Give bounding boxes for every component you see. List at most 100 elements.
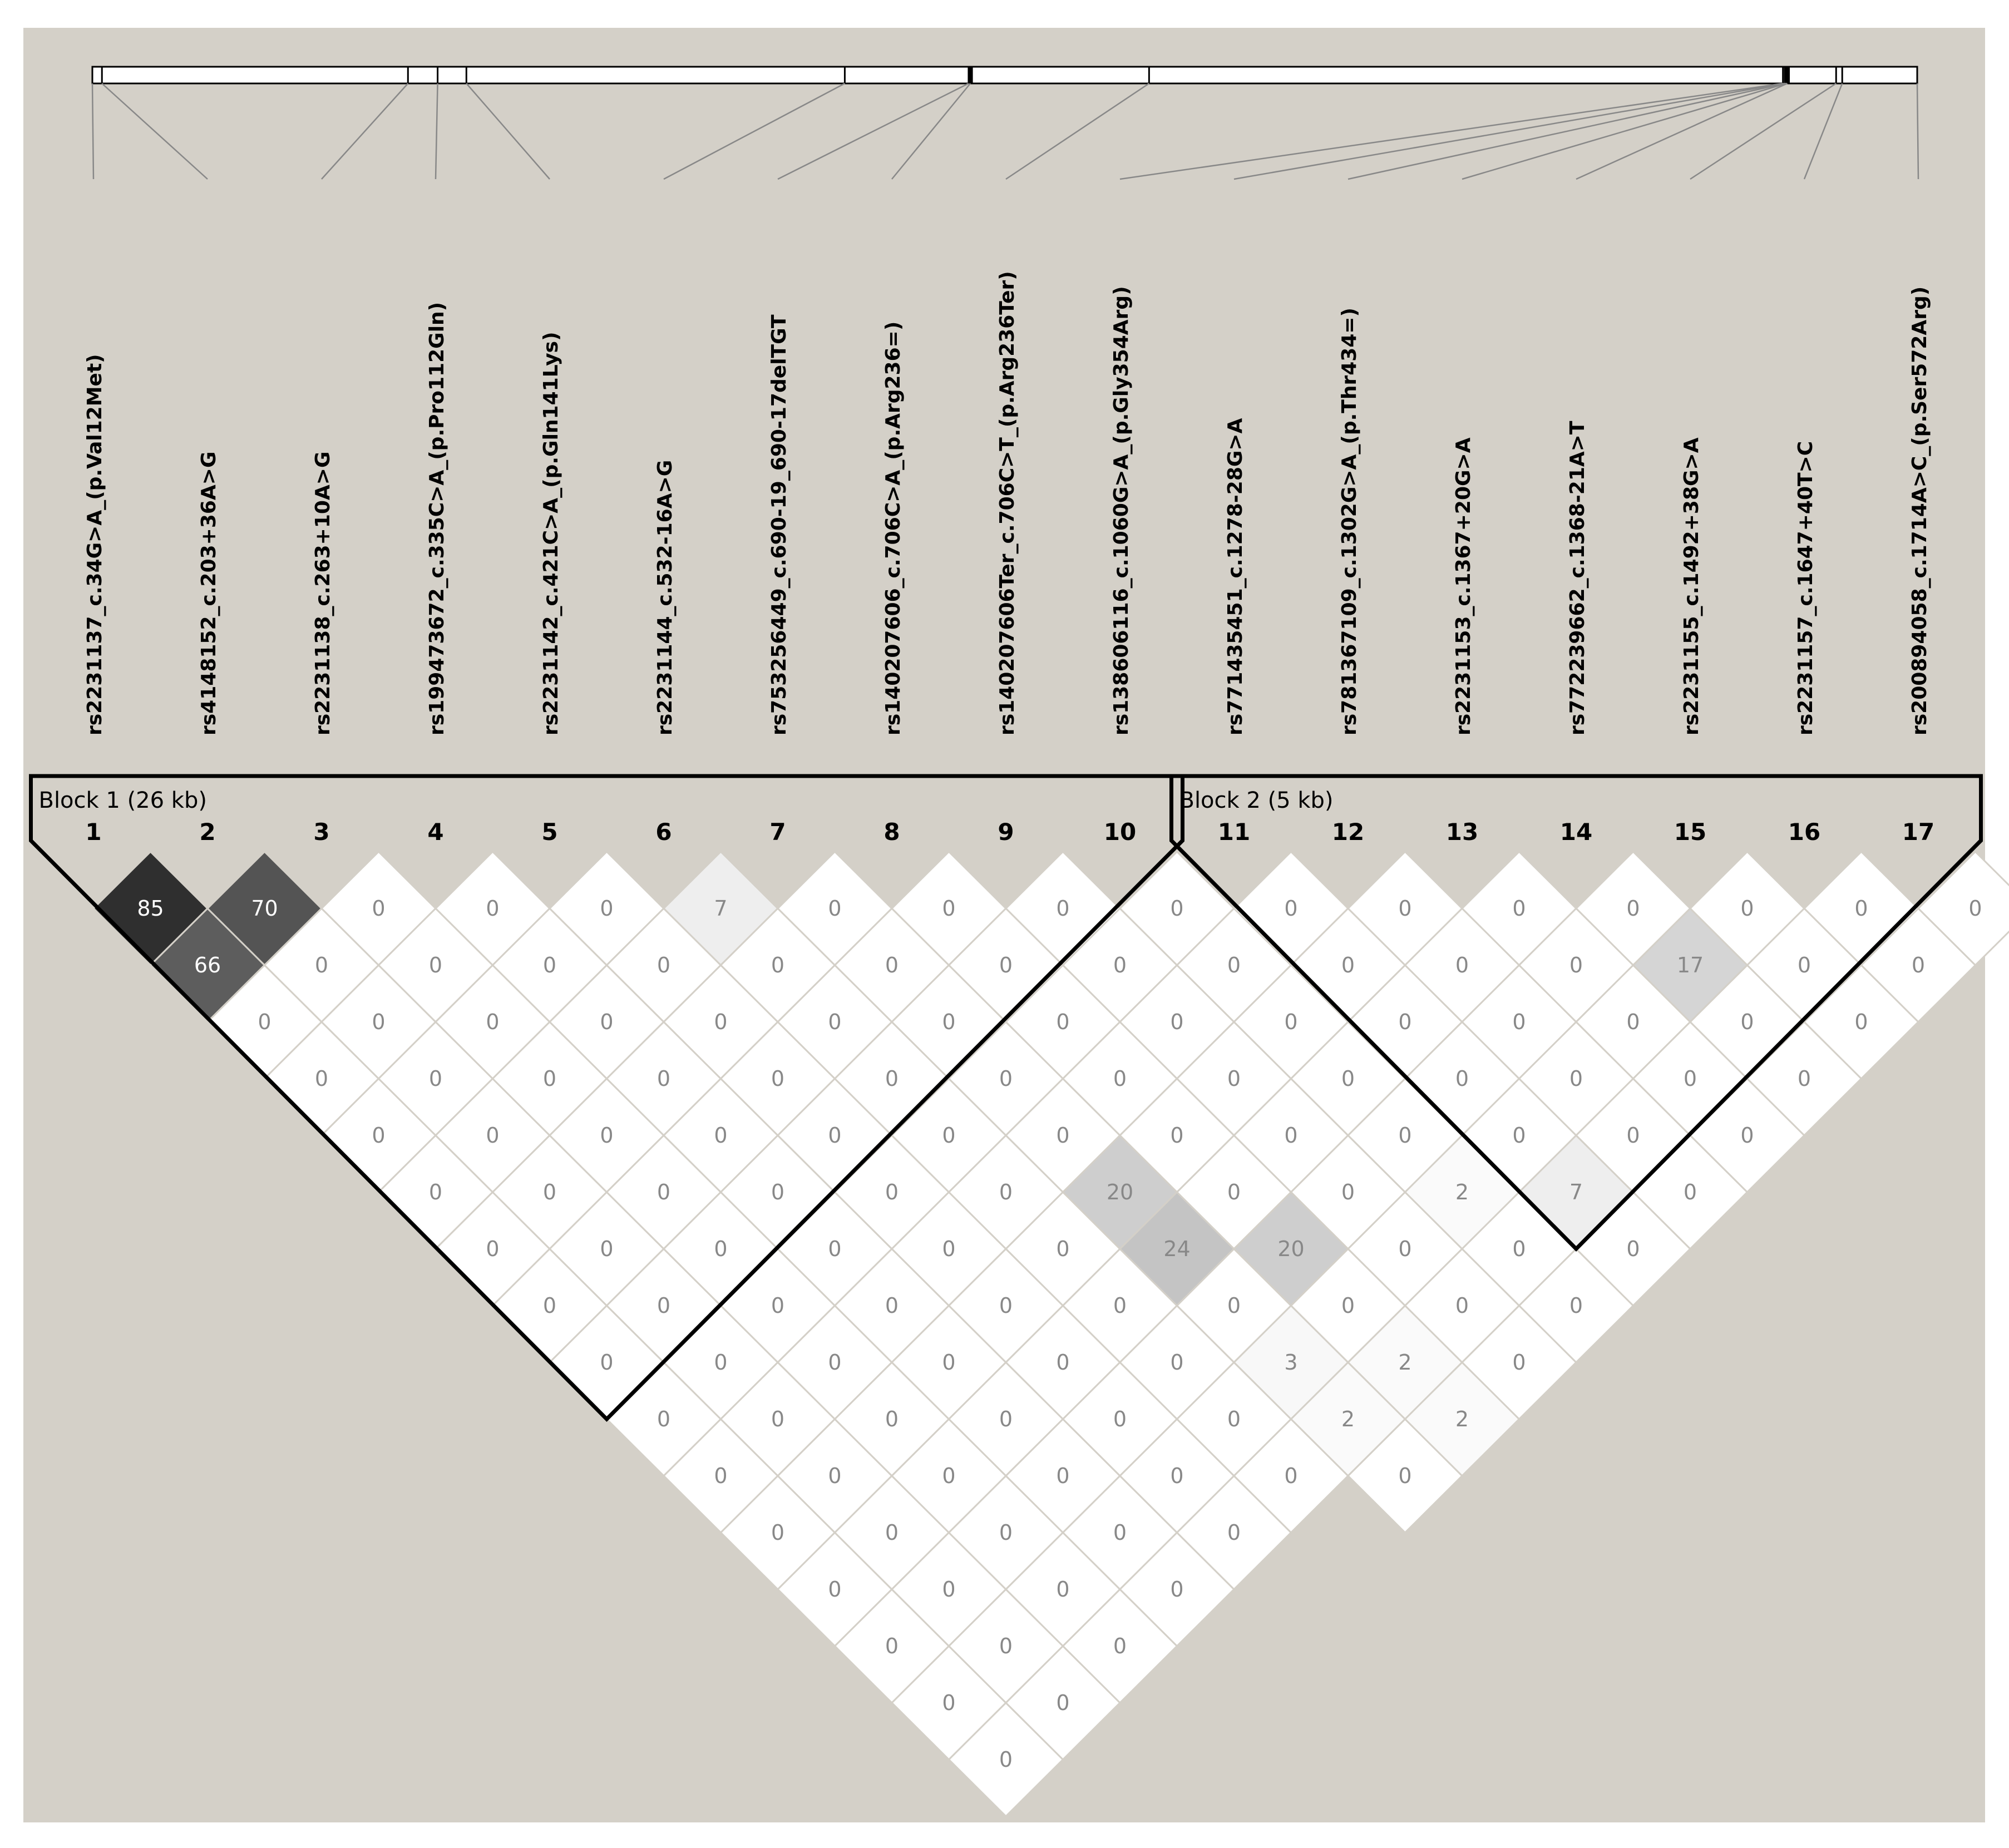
ld-value: 0 — [1284, 1123, 1297, 1148]
snp-label: rs753256449_c.690-19_690-17delTGT — [768, 314, 791, 735]
ld-value: 0 — [885, 1293, 899, 1318]
ld-value: 0 — [315, 1066, 328, 1091]
snp-label: rs200894058_c.1714A>C_(p.Ser572Arg) — [1908, 286, 1931, 735]
ld-value: 24 — [1163, 1237, 1190, 1261]
connector-line — [663, 82, 846, 180]
snp-index-label: 3 — [313, 818, 329, 846]
ld-value: 0 — [657, 953, 670, 977]
connector-line — [1803, 83, 1843, 180]
ld-value: 0 — [486, 896, 499, 921]
snp-label: rs138606116_c.1060G>A_(p.Gly354Arg) — [1110, 286, 1133, 735]
ld-value: 0 — [543, 1293, 556, 1318]
ld-value: 0 — [1740, 1010, 1754, 1034]
ld-value: 0 — [1740, 896, 1754, 921]
connector-line — [1233, 82, 1785, 180]
connector-line — [91, 83, 95, 180]
ld-value: 0 — [1056, 1577, 1069, 1602]
snp-index-label: 11 — [1218, 818, 1250, 846]
ld-value: 0 — [771, 1066, 784, 1091]
ld-value: 0 — [828, 1577, 841, 1602]
ld-value: 0 — [657, 1066, 670, 1091]
ld-value: 0 — [1626, 1123, 1640, 1148]
ld-value: 7 — [714, 896, 727, 921]
ld-value: 0 — [1170, 1350, 1183, 1375]
snp-label: rs2231153_c.1367+20G>A — [1452, 437, 1475, 735]
ld-value: 0 — [1798, 953, 1811, 977]
ld-value: 0 — [999, 1407, 1013, 1431]
connector-line — [1690, 82, 1837, 180]
ld-value: 0 — [372, 1123, 385, 1148]
connector-line — [1916, 83, 1919, 180]
ld-value: 0 — [543, 953, 556, 977]
ld-value: 0 — [1684, 1180, 1697, 1204]
snp-label: rs140207606Ter_c.706C>T_(p.Arg236Ter) — [996, 271, 1019, 735]
snp-labels: rs2231137_c.34G>A_(p.Val12Met)rs4148152_… — [83, 271, 1931, 735]
ld-value: 0 — [1227, 1293, 1241, 1318]
snp-index-label: 7 — [769, 818, 786, 846]
ld-value: 0 — [315, 953, 328, 977]
ld-value: 0 — [942, 1010, 955, 1034]
ld-cells: 8566000000000000007000000000000000000000… — [92, 850, 2009, 1818]
ld-value: 0 — [1227, 1520, 1241, 1545]
ld-value: 0 — [771, 1520, 784, 1545]
ld-value: 20 — [1107, 1180, 1133, 1204]
ld-value: 0 — [372, 896, 385, 921]
ld-value: 0 — [942, 1123, 955, 1148]
ld-value: 0 — [1455, 1293, 1469, 1318]
ld-value: 0 — [1569, 953, 1583, 977]
snp-index-label: 8 — [883, 818, 900, 846]
ld-value: 0 — [657, 1407, 670, 1431]
connector-line — [1119, 82, 1783, 180]
ld-value: 0 — [1170, 1010, 1183, 1034]
ld-value: 0 — [1626, 1010, 1640, 1034]
snp-index-label: 1 — [85, 818, 101, 846]
ld-value: 0 — [543, 1180, 556, 1204]
ld-value: 0 — [429, 953, 442, 977]
ld-value: 0 — [1398, 1123, 1411, 1148]
ld-value: 0 — [1512, 1237, 1526, 1261]
connector-line — [321, 83, 409, 180]
snp-index-label: 6 — [655, 818, 672, 846]
ld-value: 0 — [429, 1180, 442, 1204]
ld-value: 0 — [885, 1180, 899, 1204]
ld-value: 0 — [1056, 1123, 1069, 1148]
snp-index-label: 15 — [1674, 818, 1706, 846]
ld-value: 0 — [942, 1350, 955, 1375]
ld-value: 0 — [486, 1123, 499, 1148]
ld-value: 0 — [942, 896, 955, 921]
snp-label: rs2231155_c.1492+38G>A — [1680, 437, 1703, 735]
ld-value: 0 — [1227, 1407, 1241, 1431]
ld-value: 0 — [999, 1520, 1013, 1545]
snp-index-label: 4 — [427, 818, 443, 846]
connector-line — [777, 82, 969, 180]
ld-value: 0 — [885, 1520, 899, 1545]
ld-value: 0 — [486, 1237, 499, 1261]
ld-value: 0 — [1284, 896, 1297, 921]
ld-value: 2 — [1398, 1350, 1411, 1375]
snp-label: rs771435451_c.1278-28G>A — [1224, 418, 1247, 735]
snp-index-label: 10 — [1104, 818, 1136, 846]
ld-value: 0 — [1854, 1010, 1868, 1034]
ld-value: 0 — [771, 1293, 784, 1318]
block-label: Block 2 (5 kb) — [1179, 788, 1334, 813]
ld-value: 0 — [600, 1010, 613, 1034]
ld-value: 0 — [885, 953, 899, 977]
ld-value: 0 — [1341, 1293, 1355, 1318]
ld-value: 0 — [1569, 1293, 1583, 1318]
ld-value: 0 — [1341, 953, 1355, 977]
ld-value: 0 — [1113, 953, 1127, 977]
marker-connector-lines — [91, 82, 1919, 180]
ld-value: 0 — [1170, 1464, 1183, 1488]
ld-value: 0 — [1113, 1520, 1127, 1545]
ld-value: 0 — [771, 1407, 784, 1431]
ld-value: 66 — [194, 953, 221, 977]
ld-value: 0 — [1113, 1293, 1127, 1318]
position-bar-frame — [91, 66, 1918, 85]
ld-value: 0 — [1398, 1237, 1411, 1261]
ld-value: 0 — [771, 1180, 784, 1204]
connector-line — [1347, 82, 1786, 180]
ld-value: 0 — [1398, 1464, 1411, 1488]
snp-label: rs781367109_c.1302G>A_(p.Thr434=) — [1338, 308, 1361, 735]
snp-index-label: 14 — [1560, 818, 1592, 846]
